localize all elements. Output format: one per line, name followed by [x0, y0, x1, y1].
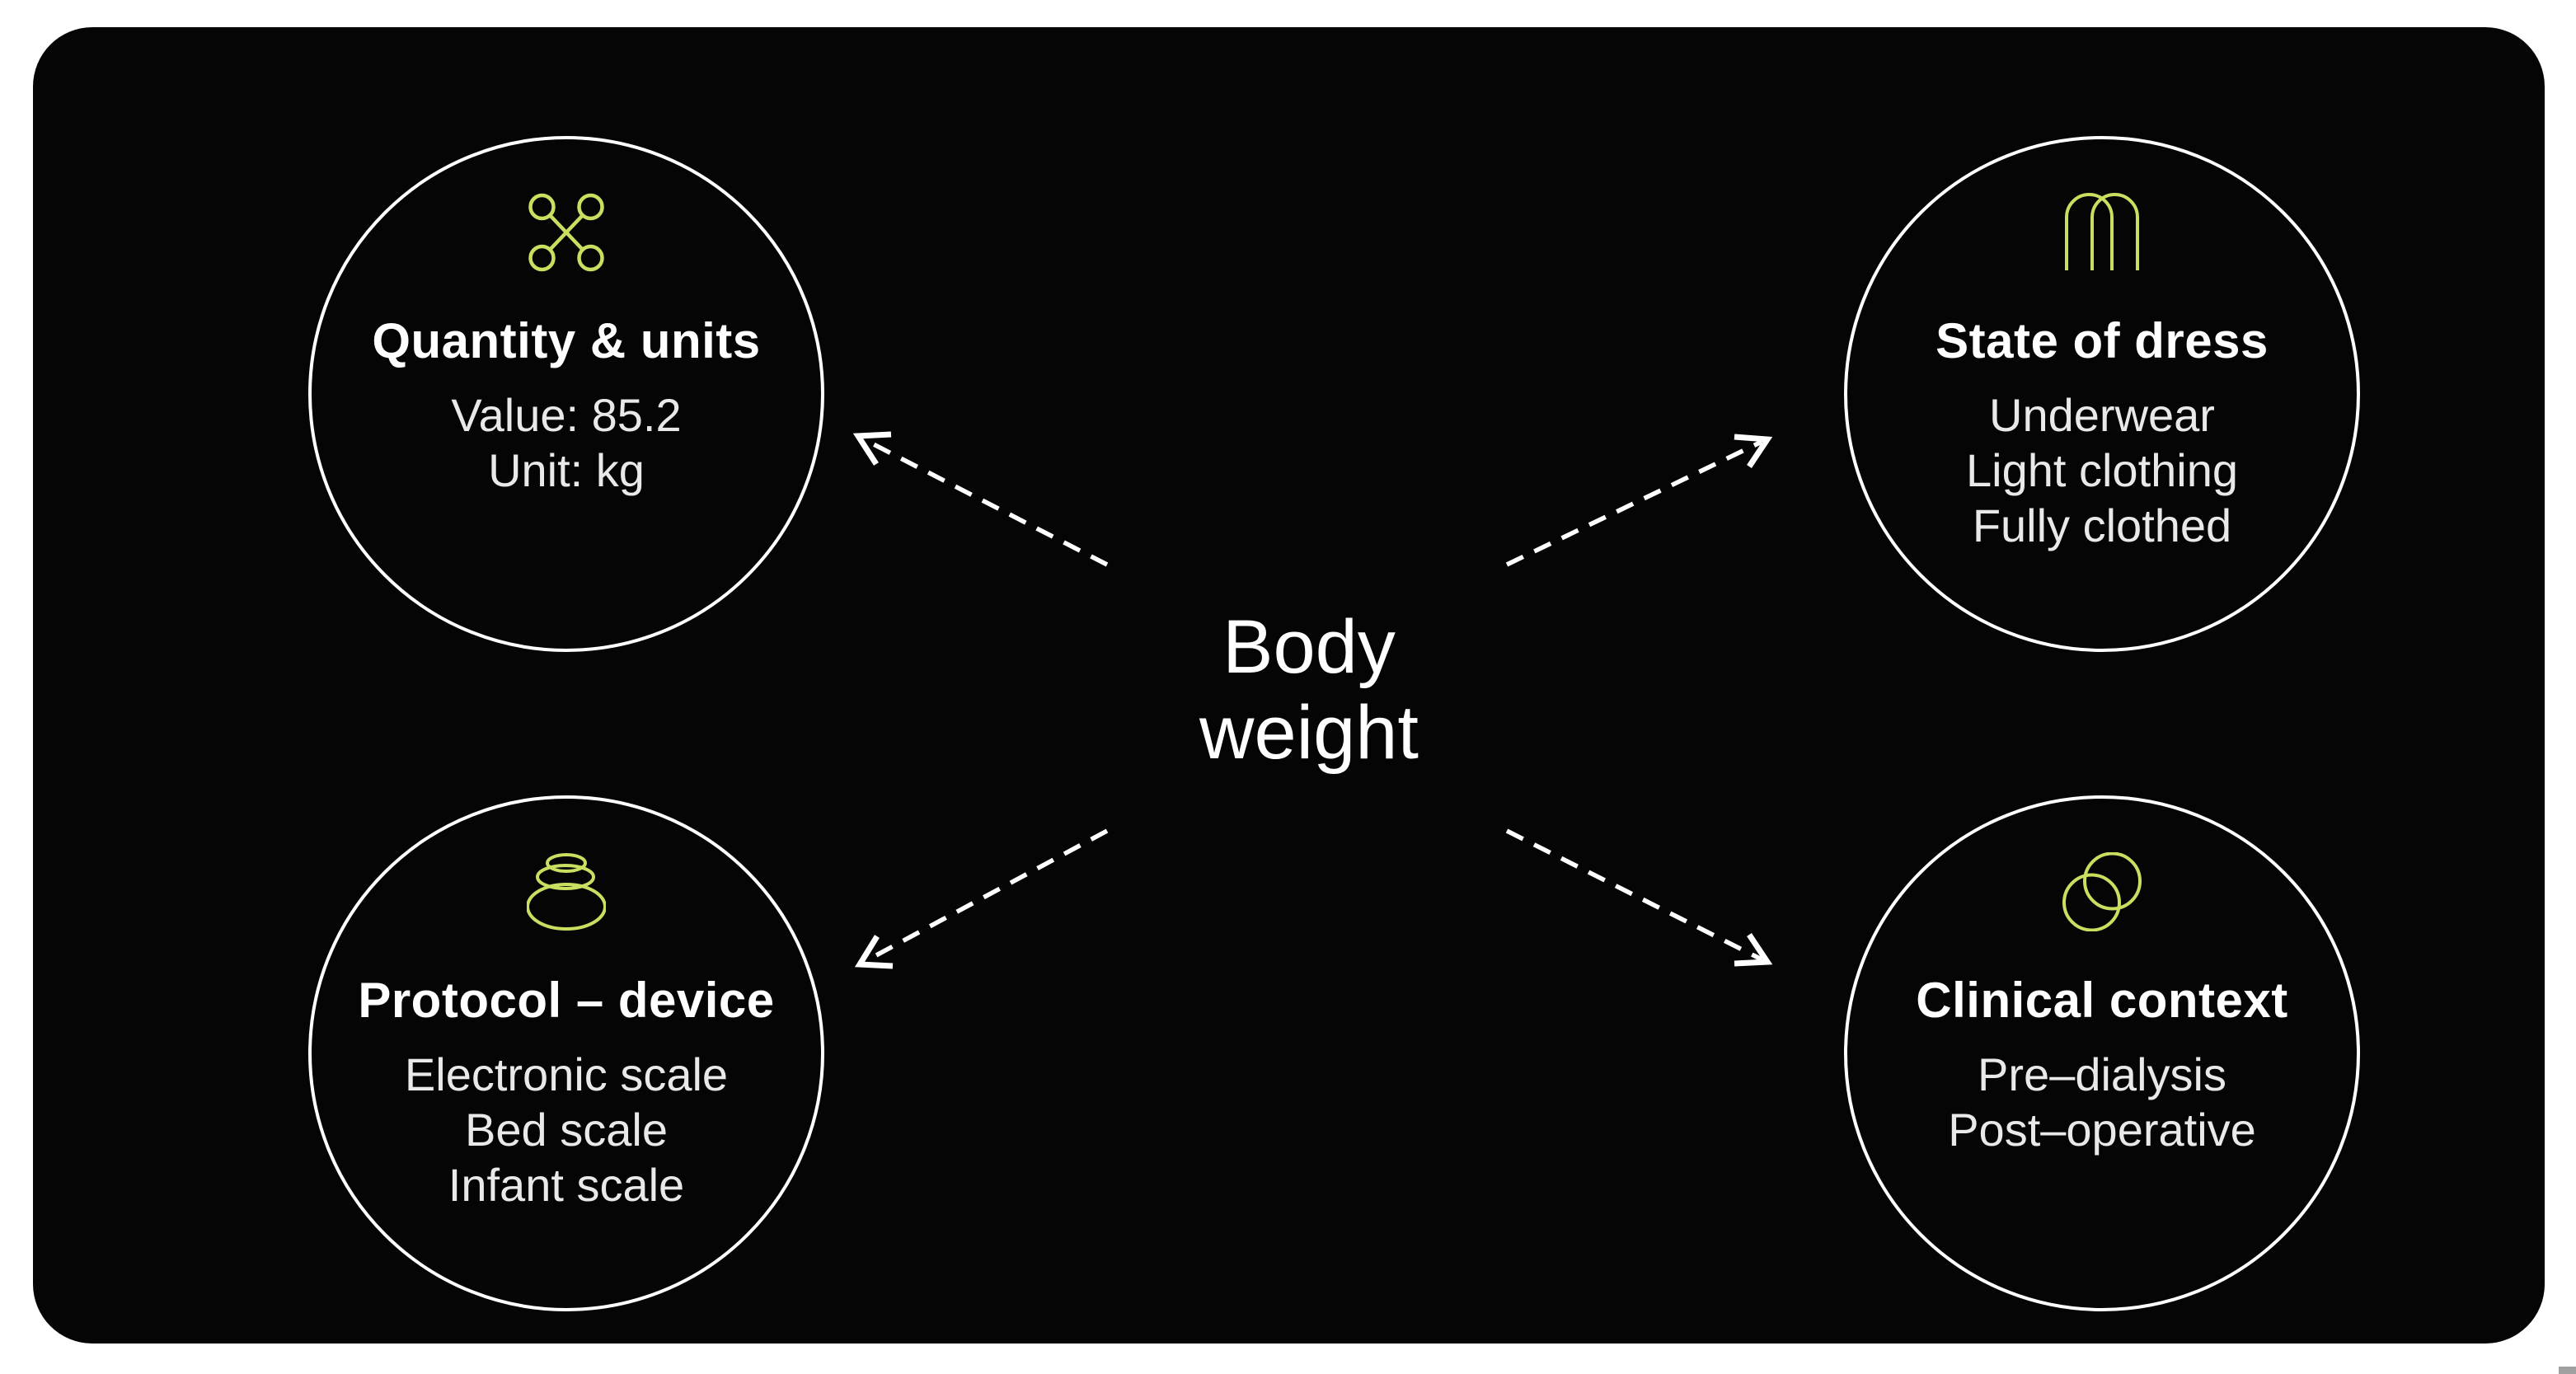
- node-item: Unit: kg: [488, 444, 645, 496]
- node-items: Value: 85.2 Unit: kg: [312, 387, 821, 498]
- node-item: Post–operative: [1948, 1104, 2256, 1156]
- node-title: State of dress: [1936, 313, 2269, 368]
- node-circle-clinical-context: Clinical context Pre–dialysis Post–opera…: [1844, 795, 2360, 1311]
- node-circle-protocol-device: Protocol – device Electronic scale Bed s…: [308, 795, 824, 1311]
- overlapping-circles-icon: [2062, 852, 2142, 931]
- node-item: Light clothing: [1965, 444, 2238, 496]
- stacked-stones-icon: [527, 853, 606, 931]
- arrowhead: [854, 935, 894, 969]
- node-item: Value: 85.2: [451, 389, 682, 441]
- node-item: Fully clothed: [1972, 499, 2232, 551]
- node-item: Underwear: [1989, 389, 2215, 441]
- screen-edge-sliver: [2559, 1367, 2576, 1374]
- node-items: Electronic scale Bed scale Infant scale: [312, 1047, 821, 1212]
- arrow-to-top-right: [1505, 434, 1773, 567]
- node-items: Pre–dialysis Post–operative: [1847, 1047, 2357, 1157]
- node-title: Clinical context: [1916, 973, 2288, 1028]
- center-title: Body weight: [979, 604, 1639, 776]
- node-items: Underwear Light clothing Fully clothed: [1847, 387, 2357, 553]
- arrowhead: [1734, 933, 1773, 967]
- node-circle-quantity-units: Quantity & units Value: 85.2 Unit: kg: [308, 136, 824, 652]
- node-circle-state-of-dress: State of dress Underwear Light clothing …: [1844, 136, 2360, 652]
- trousers-icon: [2065, 193, 2139, 270]
- arrowhead: [1734, 434, 1773, 468]
- center-title-line2: weight: [1199, 691, 1419, 775]
- node-item: Infant scale: [448, 1159, 685, 1211]
- node-item: Pre–dialysis: [1978, 1048, 2226, 1100]
- center-title-line1: Body: [1222, 605, 1396, 689]
- node-item: Bed scale: [465, 1104, 668, 1156]
- arrow-to-bottom-right: [1505, 828, 1773, 967]
- node-item: Electronic scale: [404, 1048, 729, 1100]
- node-title: Protocol – device: [358, 973, 775, 1028]
- content-panel: Body weight: [33, 27, 2545, 1344]
- arrowhead: [852, 431, 892, 466]
- network-x-icon: [528, 193, 604, 272]
- node-title: Quantity & units: [372, 313, 761, 368]
- arrow-to-bottom-left: [854, 828, 1109, 969]
- arrow-to-top-left: [852, 431, 1109, 567]
